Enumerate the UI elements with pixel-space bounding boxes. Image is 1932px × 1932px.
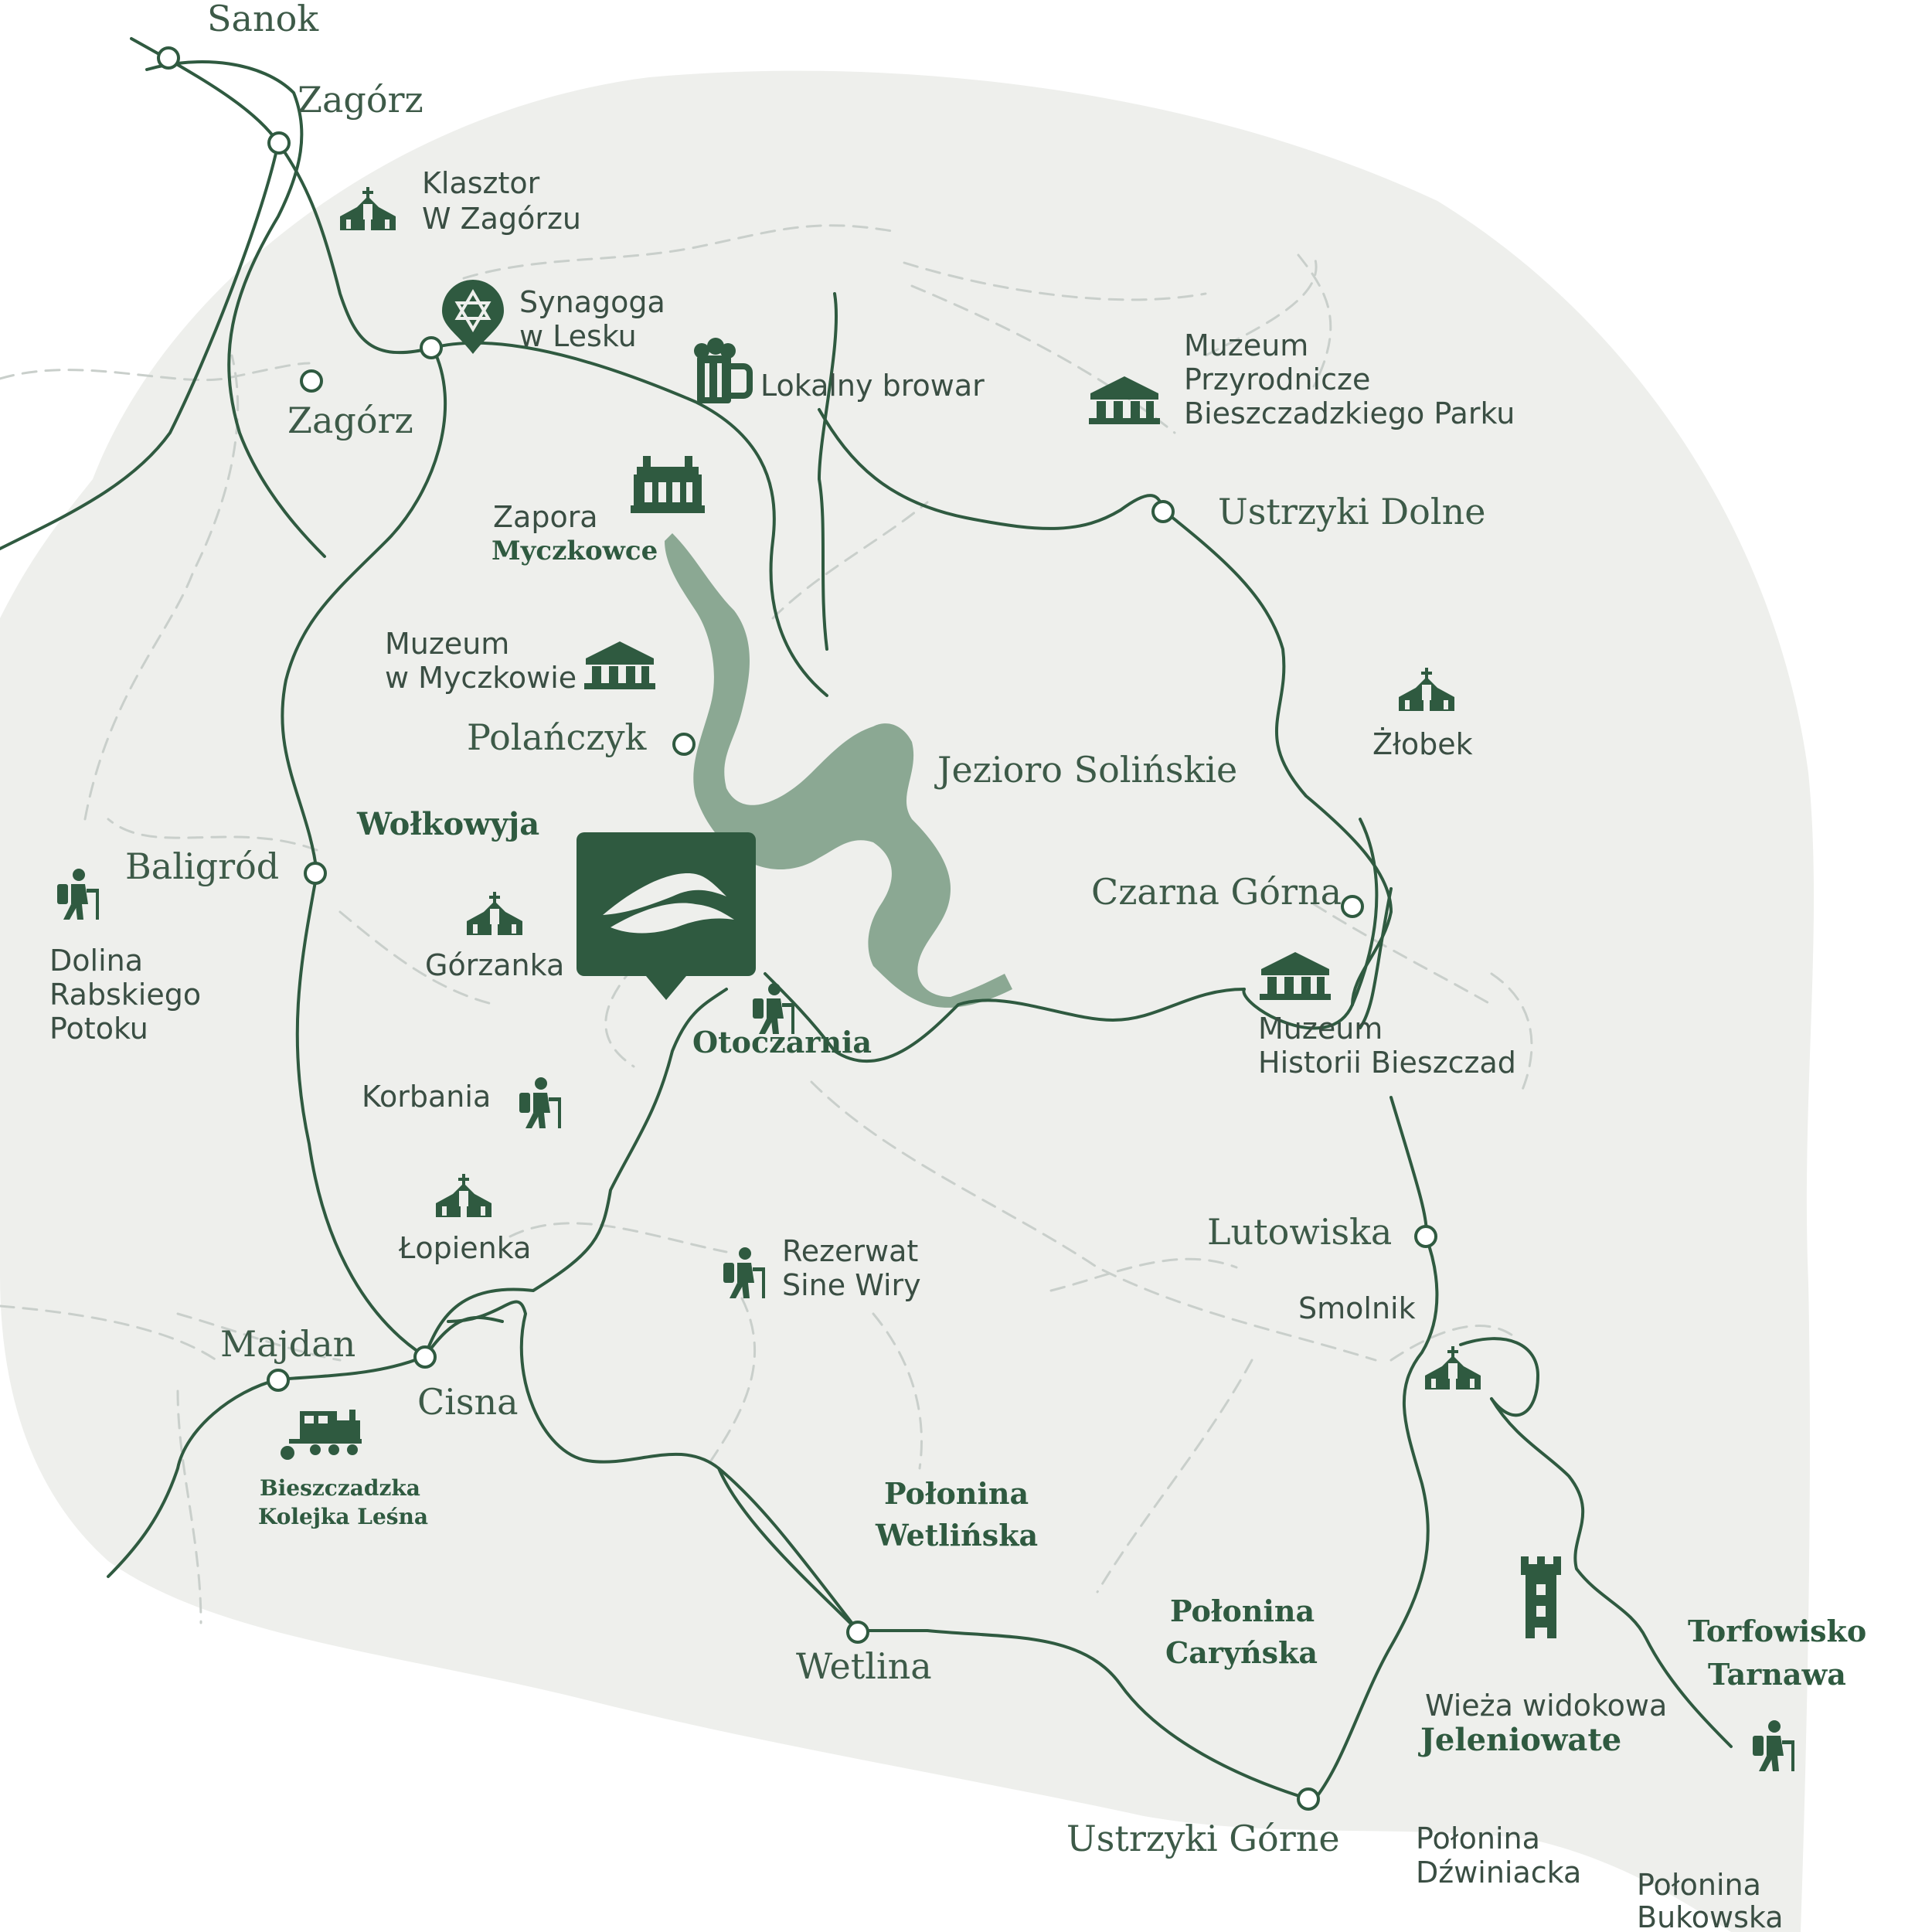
label-lopienka: Łopienka [398, 1231, 531, 1265]
label-jeleniowate: Jeleniowate [1418, 1722, 1621, 1758]
tower-icon [1521, 1556, 1561, 1638]
place-labels: Wołkowyja Jezioro Solińskie Otoczarnia Z… [258, 500, 1866, 1758]
label-rezerwat-1: Rezerwat [782, 1234, 918, 1268]
road-nodes [157, 46, 1437, 1811]
label-klasztor-2: W Zagórzu [422, 202, 581, 236]
label-muzeum-przyr-3: Bieszczadzkiego Parku [1184, 396, 1515, 430]
label-jezioro: Jezioro Solińskie [934, 749, 1237, 791]
label-wieza: Wieża widokowa [1425, 1689, 1667, 1723]
lake-solina [665, 533, 1012, 1008]
label-zapora: Zapora [493, 500, 598, 534]
label-otoczarnia: Otoczarnia [692, 1025, 872, 1060]
label-ustrzyki-gorne: Ustrzyki Górne [1066, 1818, 1340, 1859]
label-muzeum-przyr-1: Muzeum [1184, 328, 1308, 362]
label-polonina-carynska-1: Połonina [1170, 1594, 1315, 1628]
dam-icon [631, 456, 705, 513]
label-browar: Lokalny browar [760, 369, 985, 403]
label-wetlina: Wetlina [796, 1645, 932, 1687]
label-korbania: Korbania [362, 1080, 491, 1114]
label-muzeum-hist-2: Historii Bieszczad [1258, 1046, 1516, 1080]
label-lutowiska: Lutowiska [1207, 1211, 1392, 1253]
label-synagoga-1: Synagoga [519, 285, 665, 319]
label-polonina-carynska-2: Caryńska [1165, 1635, 1318, 1670]
logo-marker[interactable] [577, 832, 756, 1000]
label-muzeum-mycz-2: w Myczkowie [385, 661, 577, 695]
label-polonina-wetlinska-1: Połonina [884, 1476, 1029, 1511]
label-torfowisko-1: Torfowisko [1688, 1614, 1866, 1648]
label-sanok: Sanok [207, 0, 319, 39]
label-muzeum-hist-1: Muzeum [1258, 1012, 1383, 1046]
label-synagoga-2: w Lesku [519, 319, 637, 353]
label-polonina-buk-2: Bukowska [1637, 1900, 1784, 1932]
label-dolina-2: Rabskiego [49, 978, 201, 1012]
label-zlobek: Żłobek [1372, 727, 1473, 761]
town-labels: Sanok Zagórz Zagórz Ustrzyki Dolne Polań… [125, 0, 1485, 1859]
label-muzeum-przyr-2: Przyrodnicze [1184, 362, 1370, 396]
label-dolina-3: Potoku [49, 1012, 148, 1046]
label-polonina-dzw-1: Połonina [1416, 1821, 1540, 1855]
label-ustrzyki-dolne: Ustrzyki Dolne [1218, 491, 1485, 532]
label-torfowisko-2: Tarnawa [1708, 1657, 1846, 1692]
label-wolkowyja: Wołkowyja [356, 806, 539, 842]
roads [0, 37, 1733, 1802]
logo-icon [603, 873, 734, 934]
label-kolejka-2: Kolejka Leśna [258, 1504, 428, 1529]
label-muzeum-mycz-1: Muzeum [385, 627, 509, 661]
beer-mug-icon [694, 338, 753, 403]
label-zagorz-mid: Zagórz [287, 400, 413, 441]
label-klasztor-1: Klasztor [422, 166, 540, 200]
label-majdan: Majdan [220, 1323, 355, 1365]
label-polonina-buk-1: Połonina [1637, 1868, 1761, 1902]
label-smolnik: Smolnik [1298, 1291, 1416, 1325]
land-area [0, 70, 1815, 1932]
label-dolina-1: Dolina [49, 944, 143, 978]
label-baligrod: Baligród [125, 845, 279, 887]
label-zagorz-top: Zagórz [298, 79, 423, 121]
label-kolejka-1: Bieszczadzka [260, 1475, 420, 1501]
synagogue-icon [442, 280, 504, 354]
label-polanczyk: Polańczyk [467, 716, 648, 758]
label-polonina-wetlinska-2: Wetlińska [875, 1518, 1038, 1553]
label-cisna: Cisna [417, 1381, 519, 1423]
icons [57, 187, 1794, 1771]
poi-labels: Klasztor W Zagórzu Synagoga w Lesku Loka… [49, 166, 1784, 1932]
label-rezerwat-2: Sine Wiry [782, 1268, 921, 1302]
trails [0, 224, 1533, 1624]
train-icon [281, 1410, 362, 1460]
label-gorzanka: Górzanka [425, 948, 564, 982]
label-polonina-dzw-2: Dźwiniacka [1416, 1855, 1581, 1889]
label-czarna-gorna: Czarna Górna [1091, 871, 1342, 913]
label-myczkowce: Myczkowce [492, 536, 658, 566]
